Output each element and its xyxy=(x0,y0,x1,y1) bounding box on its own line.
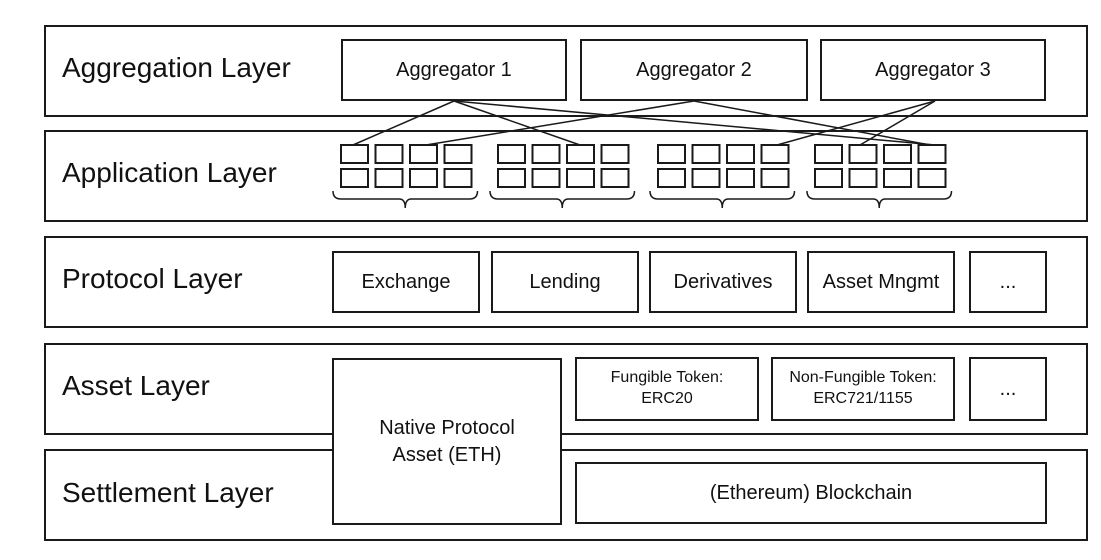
blockchain-box: (Ethereum) Blockchain xyxy=(575,462,1047,524)
aggregator-2-label: Aggregator 2 xyxy=(636,58,752,81)
fungible-token-box: Fungible Token: ERC20 xyxy=(575,357,759,421)
native-protocol-asset-line1: Native Protocol xyxy=(379,416,515,439)
protocol-lending-box: Lending xyxy=(491,251,639,313)
non-fungible-token-box: Non-Fungible Token: ERC721/1155 xyxy=(771,357,955,421)
aggregator-3-label: Aggregator 3 xyxy=(875,58,991,81)
application-layer-label: Application Layer xyxy=(62,157,277,188)
aggregator-3-box: Aggregator 3 xyxy=(820,39,1046,101)
protocol-layer-label: Protocol Layer xyxy=(62,263,243,294)
fungible-token-standard: ERC20 xyxy=(641,390,693,407)
protocol-derivatives-box: Derivatives xyxy=(649,251,797,313)
aggregator-2-box: Aggregator 2 xyxy=(580,39,808,101)
asset-more-box: ... xyxy=(969,357,1047,421)
fungible-token-title: Fungible Token: xyxy=(610,369,724,387)
protocol-exchange-box: Exchange xyxy=(332,251,480,313)
settlement-layer-label: Settlement Layer xyxy=(62,477,274,508)
protocol-derivatives-label: Derivatives xyxy=(673,270,773,293)
protocol-exchange-label: Exchange xyxy=(361,270,451,293)
blockchain-label: (Ethereum) Blockchain xyxy=(709,481,913,504)
non-fungible-token-standard: ERC721/1155 xyxy=(813,390,913,407)
protocol-asset-management-label: Asset Mngmt xyxy=(822,270,940,293)
protocol-more-label: ... xyxy=(999,270,1017,293)
aggregation-layer-label: Aggregation Layer xyxy=(62,52,291,83)
non-fungible-token-title: Non-Fungible Token: xyxy=(789,369,937,387)
protocol-more-box: ... xyxy=(969,251,1047,313)
asset-layer-label: Asset Layer xyxy=(62,370,210,401)
native-protocol-asset-line2: Asset (ETH) xyxy=(392,443,502,466)
protocol-asset-management-box: Asset Mngmt xyxy=(807,251,955,313)
asset-more-label: ... xyxy=(999,377,1017,400)
aggregator-1-box: Aggregator 1 xyxy=(341,39,567,101)
native-protocol-asset-box: Native Protocol Asset (ETH) xyxy=(332,358,562,525)
aggregator-1-label: Aggregator 1 xyxy=(396,58,512,81)
protocol-lending-label: Lending xyxy=(529,270,601,293)
